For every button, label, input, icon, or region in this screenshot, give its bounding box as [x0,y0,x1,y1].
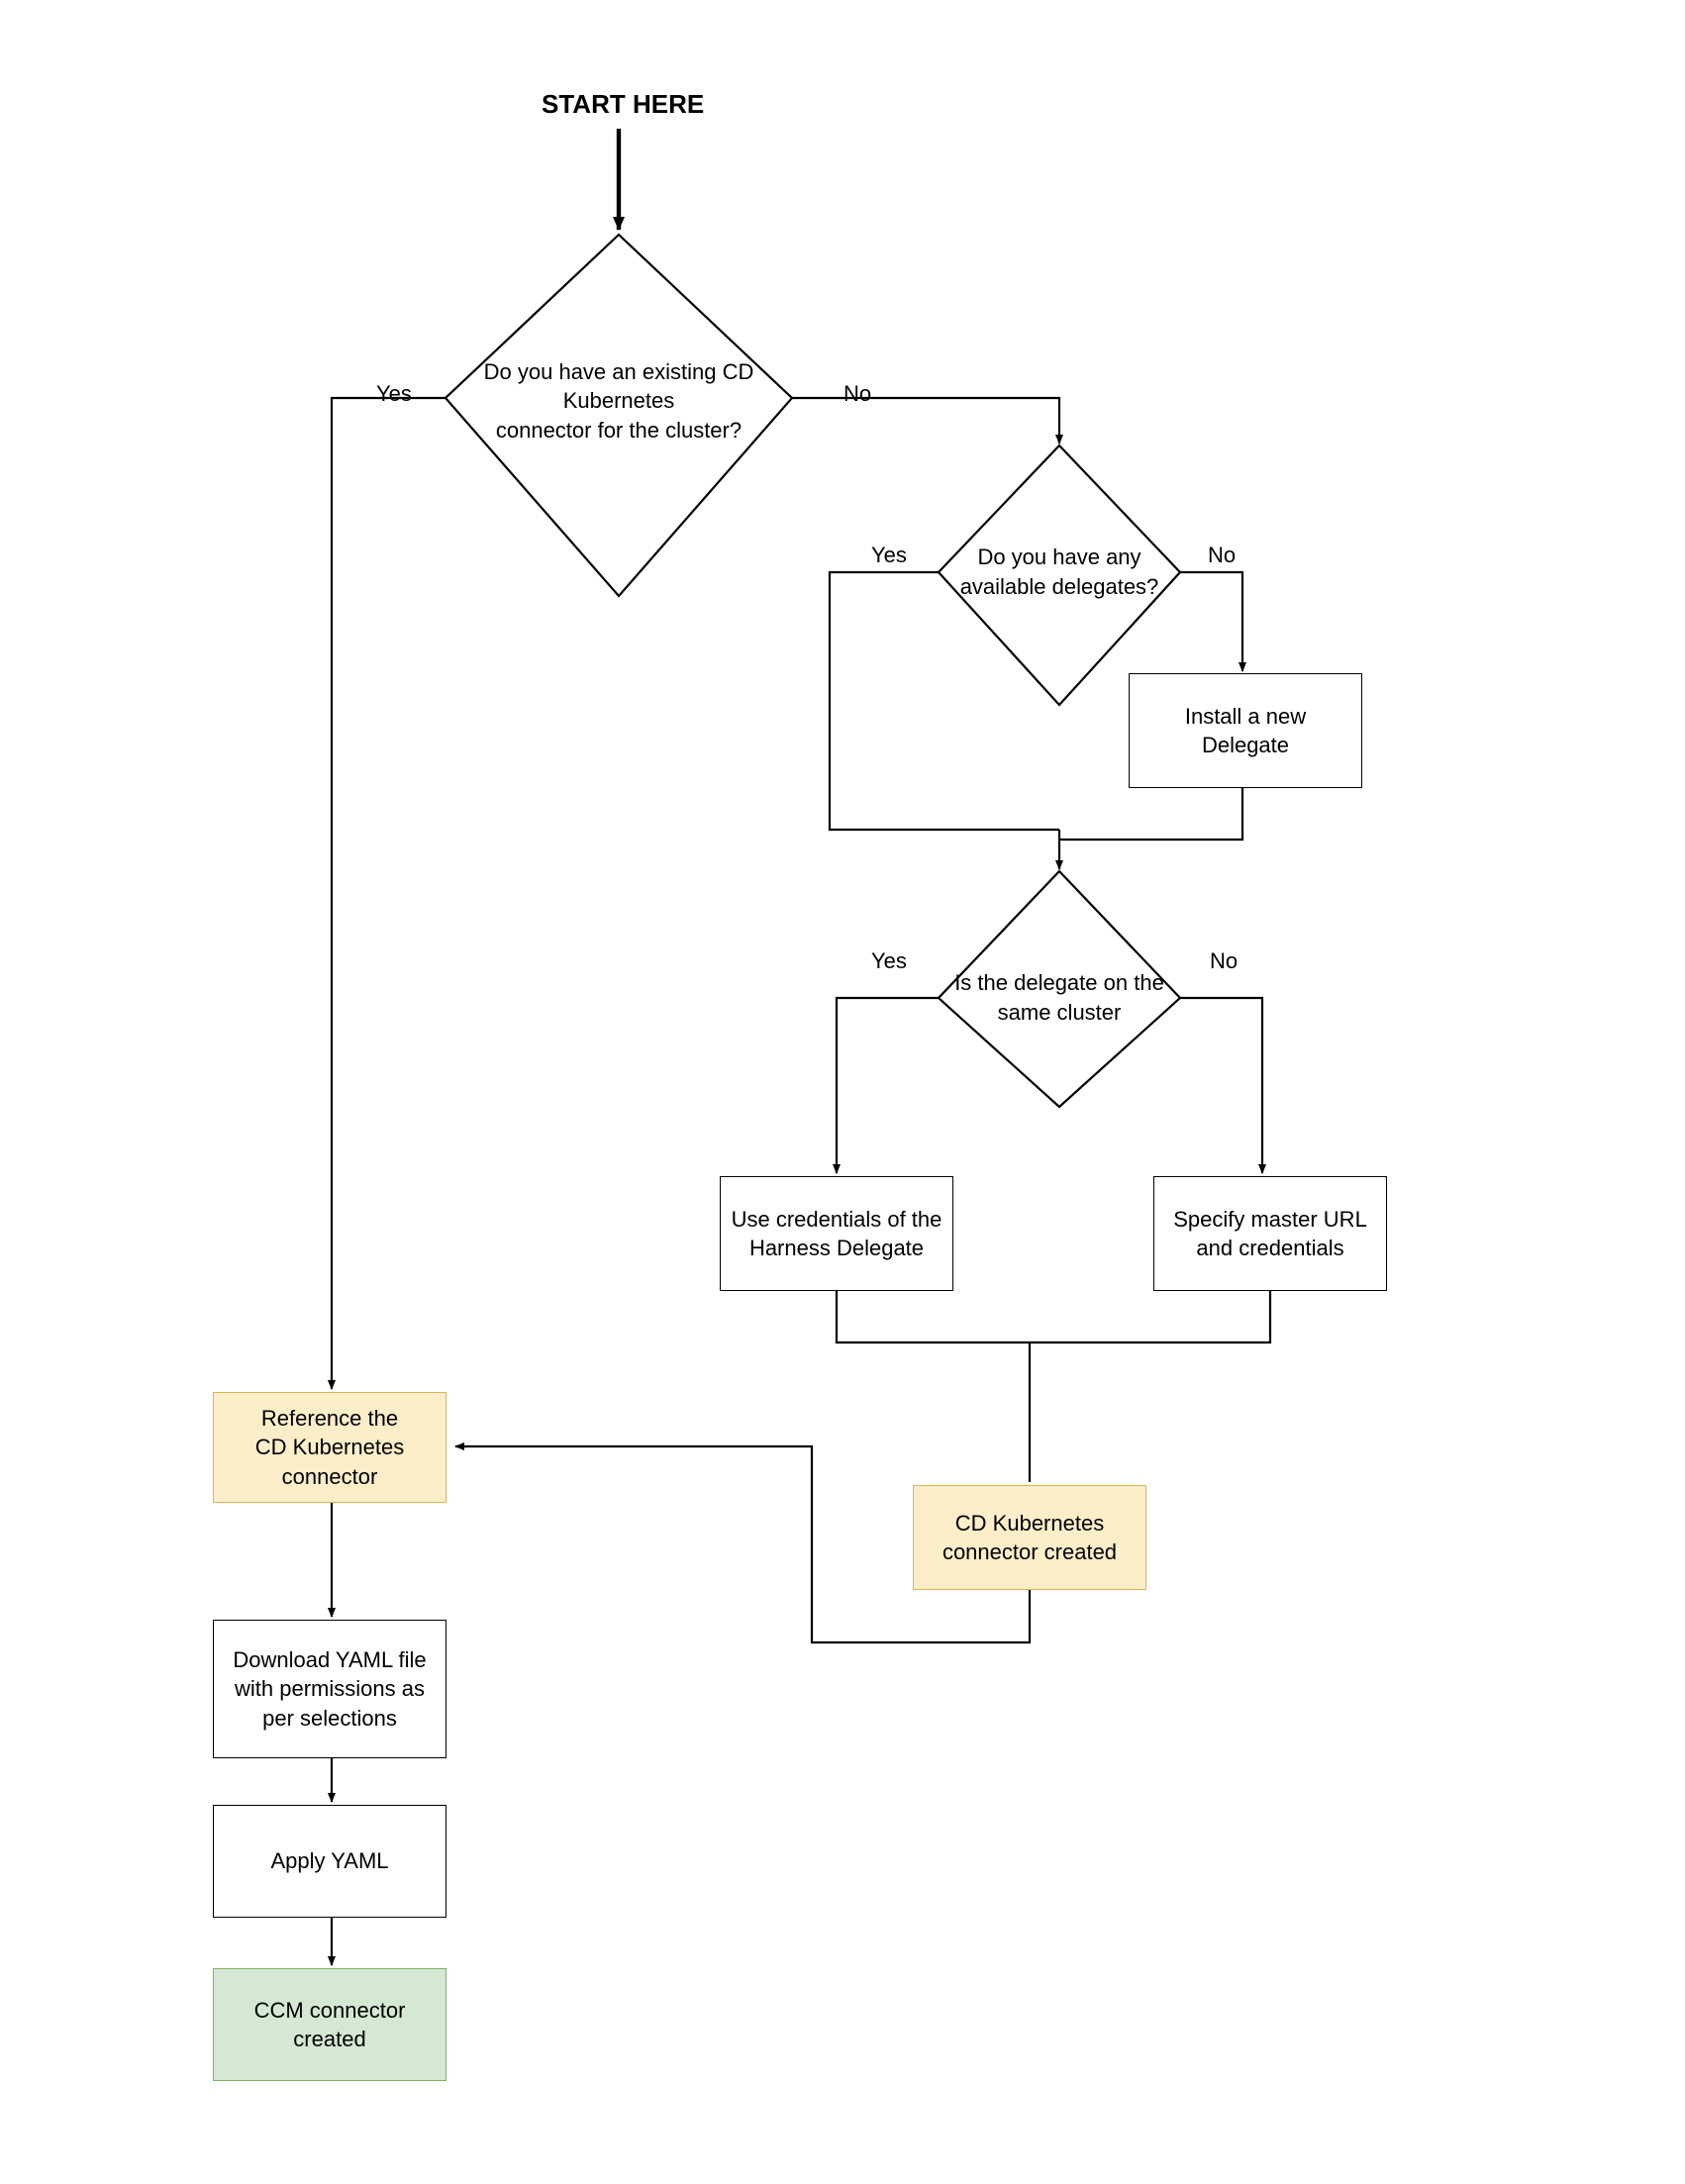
edge-label-decision3-no: No [1210,948,1239,973]
process-use-delegate-credentials: Use credentials of the Harness Delegate [720,1176,953,1291]
page-title: START HERE [542,89,705,119]
edge-label-decision1-no: No [843,381,872,406]
process-download-yaml: Download YAML file with permissions as p… [213,1620,446,1758]
process-apply-yaml: Apply YAML [213,1805,446,1918]
edge-install-to-decision3-seg [1059,786,1244,842]
edge-cd-created-to-reference [454,1442,1032,1644]
edge-label-decision2-yes: Yes [871,543,907,567]
decision-shape-has-existing-cd-connector [444,233,794,598]
decision-shapes [444,233,1182,1109]
process-reference-cd-connector: Reference the CD Kubernetes connector [213,1392,446,1503]
edge-decision3-yes-to-use-credentials [833,996,939,1174]
edge-label-decision1-yes: Yes [376,381,412,406]
edge-decision2-yes-seg [828,570,1059,832]
decision-shape-has-available-delegates [937,444,1182,707]
process-cd-connector-created: CD Kubernetes connector created [913,1485,1146,1590]
edge-decision2-no-to-install [1180,570,1246,672]
edge-label-decision2-no: No [1208,543,1237,567]
edge-decision1-yes-to-reference [328,396,446,1390]
edge-credentials-merge-bar [835,1287,1272,1344]
process-specify-master-url: Specify master URL and credentials [1153,1176,1387,1291]
edge-decision3-no-to-specify-url [1180,996,1266,1174]
process-install-new-delegate: Install a new Delegate [1129,673,1362,788]
edge-decision1-no-to-decision2 [792,396,1063,445]
edge-label-decision3-yes: Yes [871,948,907,973]
process-ccm-connector-created: CCM connector created [213,1968,446,2081]
decision-shape-delegate-same-cluster [937,869,1182,1109]
